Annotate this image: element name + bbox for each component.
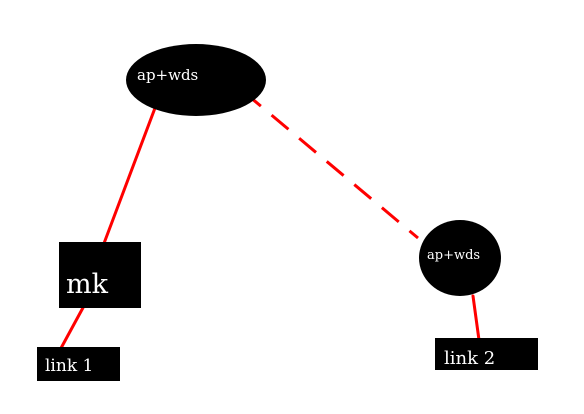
link-ap-right-to-link2 [471, 294, 481, 342]
node-mk[interactable]: mk [59, 242, 141, 308]
node-link2[interactable]: link 2 [435, 338, 538, 370]
node-mk-shape [59, 242, 141, 308]
link-mk-to-link1 [58, 302, 87, 352]
node-link1-label: link 1 [45, 356, 93, 376]
node-link1[interactable]: link 1 [37, 347, 120, 381]
node-mk-label: mk [66, 269, 109, 300]
node-link2-shape [435, 338, 538, 370]
node-link2-label: link 2 [444, 348, 495, 369]
node-ap-right-shape [419, 220, 501, 296]
node-ap-top-label: ap+wds [137, 66, 198, 84]
node-link1-shape [37, 347, 120, 381]
node-ap-top-shape [126, 44, 266, 116]
node-ap-right[interactable]: ap+wds [419, 220, 501, 296]
link-ap-top-to-mk [101, 106, 157, 248]
node-ap-right-label: ap+wds [427, 248, 480, 263]
link-ap-top-to-ap-right [243, 90, 419, 240]
node-ap-top[interactable]: ap+wds [126, 44, 266, 116]
